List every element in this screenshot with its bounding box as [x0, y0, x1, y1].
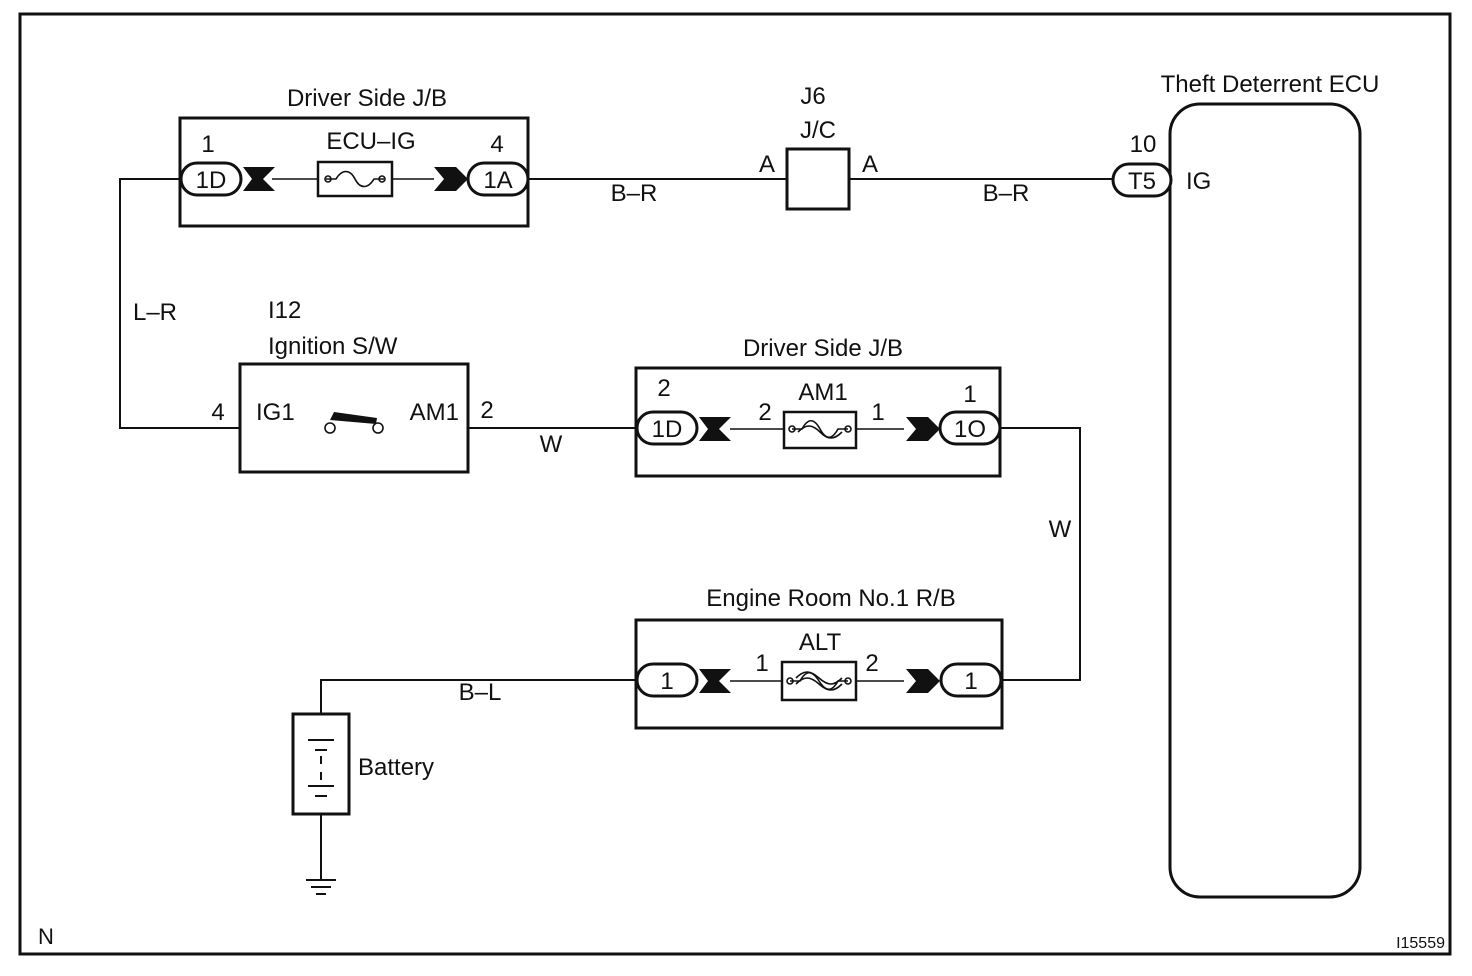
chevron-right-icon [906, 417, 940, 441]
fuse-element-icon [326, 170, 384, 188]
wire-label-jb-rb: W [1049, 516, 1072, 543]
jc-name: J/C [800, 117, 836, 144]
ignition-id: I12 [268, 297, 301, 324]
jb-mid-fuse-right-pin: 1 [871, 399, 884, 426]
ecu-terminal-label: IG [1186, 168, 1211, 195]
wire-jb-to-ignition [119, 178, 240, 429]
wire-jb-to-rb [1000, 427, 1081, 681]
fuse-element-icon [790, 671, 848, 691]
ignition-right-pin: 2 [480, 397, 493, 424]
chevron-left-icon [243, 167, 275, 191]
battery-icon [308, 739, 334, 797]
ignition-left-pin: 4 [211, 399, 224, 426]
jc-right-terminal: A [862, 151, 878, 178]
chevron-right-icon [434, 167, 468, 191]
rb-left-connector-label: 1 [660, 668, 673, 695]
chevron-left-icon [699, 669, 731, 693]
jb-mid-fuse-label: AM1 [798, 379, 847, 406]
rb-box [634, 618, 1004, 730]
ecu-title: Theft Deterrent ECU [1161, 71, 1380, 98]
corner-label-left: N [38, 924, 54, 949]
jb-top-left-pin: 1 [201, 131, 214, 158]
ecu-connector-label: T5 [1128, 168, 1156, 195]
wire-label-rb-batt: B–L [459, 679, 502, 706]
jb-top-fuse-label: ECU–IG [326, 128, 415, 155]
wire-label-ign-jb: W [540, 431, 563, 458]
ignition-right-terminal: AM1 [410, 399, 459, 426]
ignition-left-terminal: IG1 [256, 399, 295, 426]
rb-fuse-left-pin: 1 [755, 650, 768, 677]
corner-label-right: I15559 [1396, 935, 1445, 952]
jb-mid-right-pin: 1 [963, 381, 976, 408]
wire-rb-to-battery [320, 679, 637, 714]
wire-label-jb-ign: L–R [133, 299, 177, 326]
switch-contact-icon [324, 412, 384, 434]
jb-mid-fuse-left-pin: 2 [758, 399, 771, 426]
chevron-right-icon [906, 669, 940, 693]
wire-label-jc-ecu: B–R [983, 180, 1030, 207]
wire-label-jb-jc: B–R [611, 180, 658, 207]
ignition-name: Ignition S/W [268, 333, 398, 360]
battery-label: Battery [358, 754, 434, 781]
jc-id: J6 [800, 83, 825, 110]
rb-fuse-right-pin: 2 [865, 650, 878, 677]
jb-mid-left-pin: 2 [657, 375, 670, 402]
fuse-element-icon [792, 419, 848, 439]
jb-top-right-pin: 4 [490, 131, 503, 158]
jb-mid-title: Driver Side J/B [743, 335, 903, 362]
ecu-body [1168, 102, 1362, 899]
jb-mid-left-connector-label: 1D [652, 416, 683, 443]
ecu-pin-number: 10 [1130, 131, 1157, 158]
jb-top-right-connector-label: 1A [483, 167, 512, 194]
jb-mid-right-connector-label: 1O [954, 416, 986, 443]
jb-top-left-connector-label: 1D [196, 167, 227, 194]
ignition-box [238, 362, 470, 474]
ground-icon [306, 814, 336, 895]
rb-title: Engine Room No.1 R/B [706, 585, 955, 612]
chevron-left-icon [699, 417, 731, 441]
jc-box [785, 147, 851, 211]
jc-left-terminal: A [759, 151, 775, 178]
rb-right-connector-label: 1 [964, 668, 977, 695]
rb-fuse-label: ALT [799, 629, 842, 656]
jb-top-title: Driver Side J/B [287, 85, 447, 112]
diagram-frame [18, 12, 1452, 956]
